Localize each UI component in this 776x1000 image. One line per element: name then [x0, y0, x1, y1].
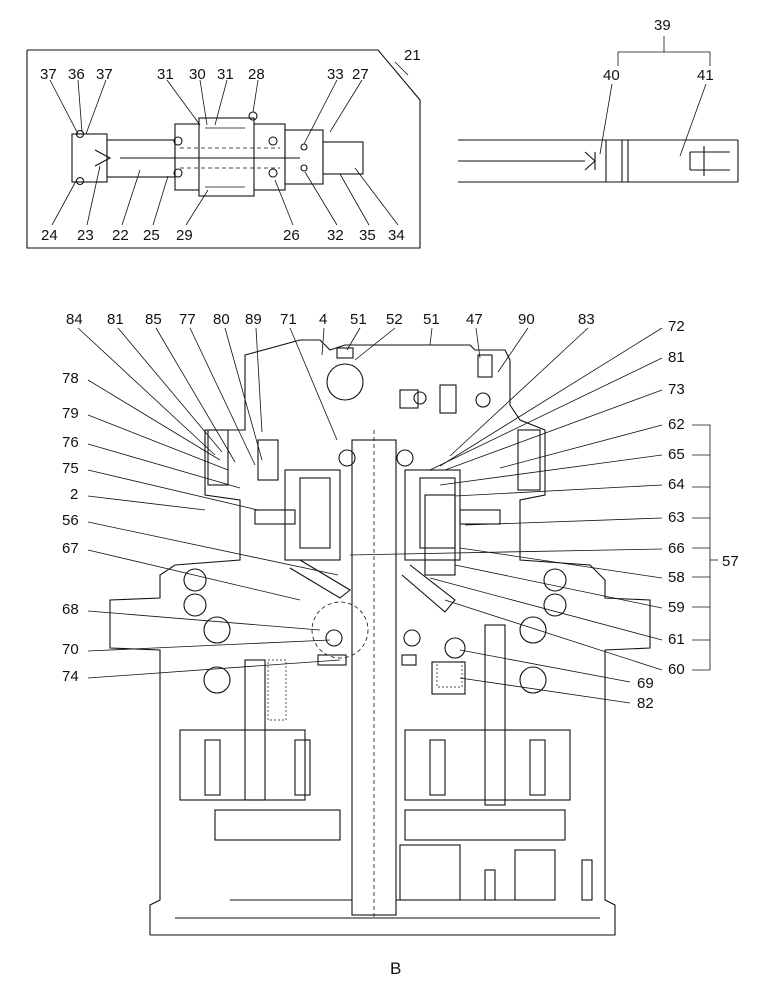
callout-74: 74 — [62, 668, 79, 685]
callout-58: 58 — [668, 569, 685, 586]
callout-31b: 31 — [217, 66, 234, 83]
callout-61: 61 — [668, 631, 685, 648]
callout-31a: 31 — [157, 66, 174, 83]
callout-24: 24 — [41, 227, 58, 244]
callout-79: 79 — [62, 405, 79, 422]
callout-78: 78 — [62, 370, 79, 387]
group-bracket-57 — [692, 424, 718, 671]
callout-64: 64 — [668, 476, 685, 493]
callout-90: 90 — [518, 311, 535, 328]
callout-21: 21 — [404, 47, 421, 64]
main-leaders — [77, 327, 663, 704]
callout-26: 26 — [283, 227, 300, 244]
callout-76: 76 — [62, 434, 79, 451]
inset-relief-valve — [26, 49, 421, 249]
callout-33: 33 — [327, 66, 344, 83]
callout-34: 34 — [388, 227, 405, 244]
callout-29: 29 — [176, 227, 193, 244]
callout-80: 80 — [213, 311, 230, 328]
main-motor-section — [109, 339, 651, 936]
callout-35: 35 — [359, 227, 376, 244]
callout-28: 28 — [248, 66, 265, 83]
planetary-gear-left — [179, 729, 306, 801]
callout-37b: 37 — [96, 66, 113, 83]
callout-70: 70 — [62, 641, 79, 658]
callout-85: 85 — [145, 311, 162, 328]
callout-23: 23 — [77, 227, 94, 244]
callout-68: 68 — [62, 601, 79, 618]
callout-22: 22 — [112, 227, 129, 244]
callout-77: 77 — [179, 311, 196, 328]
callout-40: 40 — [603, 67, 620, 84]
callout-37a: 37 — [40, 66, 57, 83]
relief-valve-body — [71, 111, 364, 197]
callout-56: 56 — [62, 512, 79, 529]
callout-81b: 81 — [668, 349, 685, 366]
callout-51b: 51 — [423, 311, 440, 328]
callout-82: 82 — [637, 695, 654, 712]
callout-69: 69 — [637, 675, 654, 692]
callout-36: 36 — [68, 66, 85, 83]
callout-52: 52 — [386, 311, 403, 328]
callout-89: 89 — [245, 311, 262, 328]
callout-41: 41 — [697, 67, 714, 84]
callout-73: 73 — [668, 381, 685, 398]
callout-25: 25 — [143, 227, 160, 244]
callout-63: 63 — [668, 509, 685, 526]
callout-32: 32 — [327, 227, 344, 244]
callout-57: 57 — [722, 553, 739, 570]
callout-30: 30 — [189, 66, 206, 83]
callout-66: 66 — [668, 540, 685, 557]
callout-67: 67 — [62, 540, 79, 557]
inset-spool — [458, 36, 739, 183]
callout-59: 59 — [668, 599, 685, 616]
callout-65: 65 — [668, 446, 685, 463]
callout-62: 62 — [668, 416, 685, 433]
callout-2: 2 — [70, 486, 78, 503]
callout-27: 27 — [352, 66, 369, 83]
callout-60: 60 — [668, 661, 685, 678]
callout-81a: 81 — [107, 311, 124, 328]
bearings — [183, 363, 567, 694]
housing-outline — [109, 339, 651, 936]
callout-51a: 51 — [350, 311, 367, 328]
callout-83: 83 — [578, 311, 595, 328]
callout-72: 72 — [668, 318, 685, 335]
callout-84: 84 — [66, 311, 83, 328]
inset-frame — [26, 49, 421, 249]
callout-4: 4 — [319, 311, 327, 328]
planetary-gear-right — [404, 729, 571, 801]
view-label: B — [390, 959, 401, 978]
callout-47: 47 — [466, 311, 483, 328]
callout-71: 71 — [280, 311, 297, 328]
callout-75: 75 — [62, 460, 79, 477]
callout-39: 39 — [654, 17, 671, 34]
